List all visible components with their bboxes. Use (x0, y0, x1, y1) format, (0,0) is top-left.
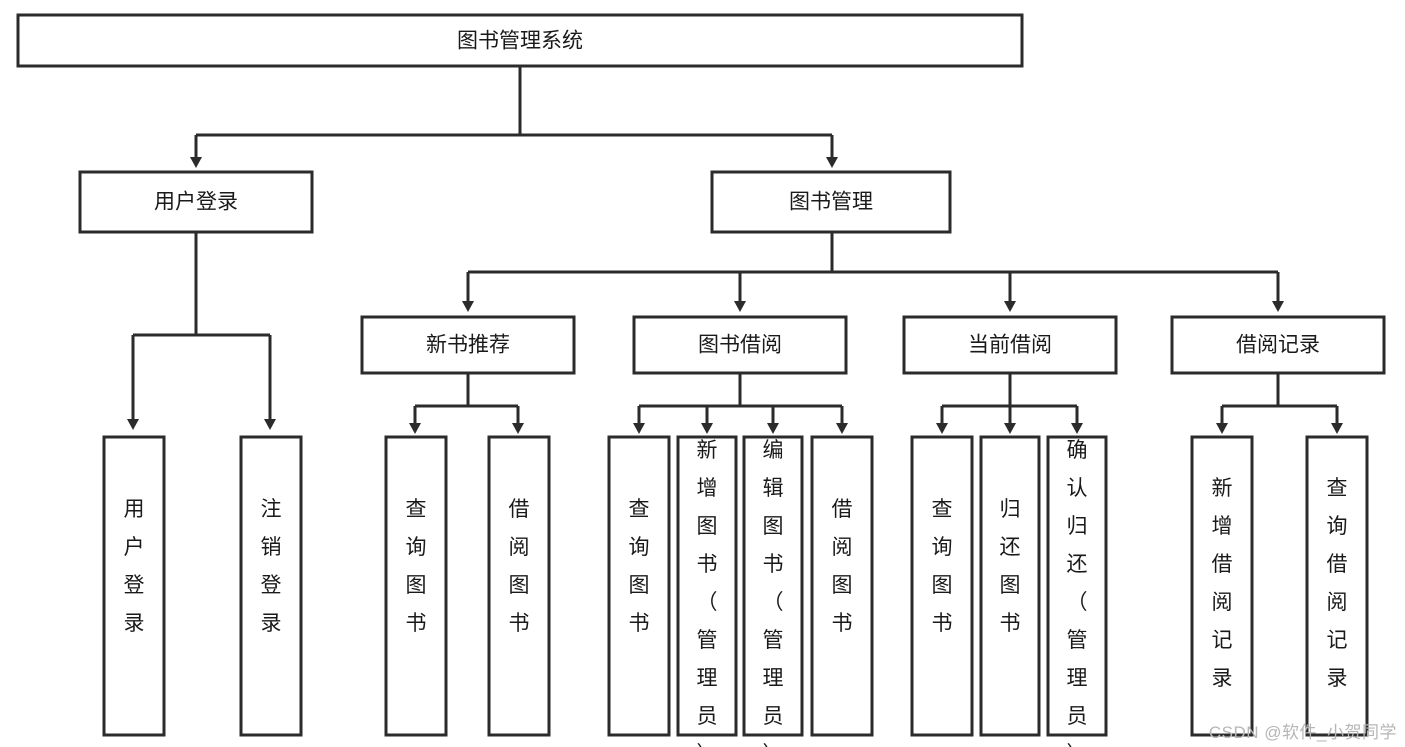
leaf-book-borrow-4[interactable]: 借阅图书 (810, 435, 874, 737)
leaf-book-borrow-1[interactable]: 查询图书 (607, 435, 671, 737)
leaf-user-login-2[interactable]: 注销登录 (239, 435, 303, 737)
leaf-book-borrow-2-box[interactable] (676, 435, 738, 737)
leaf-current-borrow-3-label: 确认归还（管理员） (1067, 439, 1088, 747)
node-root[interactable]: 图书管理系统 (16, 13, 1024, 68)
node-new-book-recommend-label: 新书推荐 (426, 334, 510, 357)
leaf-current-borrow-3-box[interactable] (1046, 435, 1108, 737)
connectors (127, 66, 1343, 434)
node-user-login[interactable]: 用户登录 (78, 170, 314, 234)
leaf-borrow-record-2-label: 查询借阅记录 (1327, 477, 1348, 690)
leaf-user-login-2-label: 注销登录 (261, 498, 282, 635)
leaf-book-borrow-4-label: 借阅图书 (832, 498, 853, 635)
leaf-borrow-record-1-box[interactable] (1190, 435, 1254, 737)
leaf-book-borrow-3-box[interactable] (742, 435, 804, 737)
leaf-borrow-record-1-label: 新增借阅记录 (1212, 477, 1233, 690)
leaf-book-borrow-2[interactable]: 新增图书（管理员） (676, 435, 738, 747)
leaf-book-borrow-1-label: 查询图书 (629, 498, 650, 635)
node-current-borrow[interactable]: 当前借阅 (902, 315, 1118, 375)
node-book-borrow[interactable]: 图书借阅 (632, 315, 848, 375)
leaf-current-borrow-2-label: 归还图书 (1000, 498, 1021, 635)
csdn-watermark: CSDN @软件_小贺同学 (1208, 723, 1397, 742)
leaf-current-borrow-1-label: 查询图书 (932, 498, 953, 635)
node-new-book-recommend[interactable]: 新书推荐 (360, 315, 576, 375)
leaf-new-book-1-box[interactable] (384, 435, 448, 737)
node-user-login-label: 用户登录 (154, 191, 238, 214)
leaf-new-book-2-label: 借阅图书 (509, 498, 530, 635)
leaf-current-borrow-2[interactable]: 归还图书 (979, 435, 1041, 737)
leaf-borrow-record-2-box[interactable] (1305, 435, 1369, 737)
node-book-borrow-box[interactable] (632, 315, 848, 375)
node-borrow-record-label: 借阅记录 (1236, 334, 1320, 357)
node-book-borrow-label: 图书借阅 (698, 334, 782, 357)
leaf-book-borrow-1-box[interactable] (607, 435, 671, 737)
leaf-user-login-2-box[interactable] (239, 435, 303, 737)
leaf-current-borrow-2-box[interactable] (979, 435, 1041, 737)
leaf-user-login-1-box[interactable] (102, 435, 166, 737)
node-root-label: 图书管理系统 (457, 30, 583, 53)
node-book-manage-box[interactable] (710, 170, 952, 234)
node-user-login-box[interactable] (78, 170, 314, 234)
node-book-manage-label: 图书管理 (789, 191, 873, 214)
leaf-book-borrow-4-box[interactable] (810, 435, 874, 737)
leaf-new-book-1[interactable]: 查询图书 (384, 435, 448, 737)
leaf-book-borrow-3[interactable]: 编辑图书（管理员） (742, 435, 804, 747)
leaf-new-book-1-label: 查询图书 (406, 498, 427, 635)
leaf-new-book-2-box[interactable] (487, 435, 551, 737)
node-current-borrow-label: 当前借阅 (968, 334, 1052, 357)
leaf-new-book-2[interactable]: 借阅图书 (487, 435, 551, 737)
node-borrow-record[interactable]: 借阅记录 (1170, 315, 1386, 375)
node-book-manage[interactable]: 图书管理 (710, 170, 952, 234)
node-root-box[interactable] (16, 13, 1024, 68)
leaf-borrow-record-2[interactable]: 查询借阅记录 (1305, 435, 1369, 737)
leaf-current-borrow-1[interactable]: 查询图书 (910, 435, 974, 737)
leaf-user-login-1[interactable]: 用户登录 (102, 435, 166, 737)
node-new-book-recommend-box[interactable] (360, 315, 576, 375)
leaf-current-borrow-3[interactable]: 确认归还（管理员） (1046, 435, 1108, 747)
leaf-user-login-1-label: 用户登录 (124, 498, 145, 635)
leaf-borrow-record-1[interactable]: 新增借阅记录 (1190, 435, 1254, 737)
leaf-current-borrow-1-box[interactable] (910, 435, 974, 737)
leaf-book-borrow-3-label: 编辑图书（管理员） (763, 439, 784, 747)
leaf-book-borrow-2-label: 新增图书（管理员） (697, 439, 718, 747)
node-borrow-record-box[interactable] (1170, 315, 1386, 375)
node-current-borrow-box[interactable] (902, 315, 1118, 375)
